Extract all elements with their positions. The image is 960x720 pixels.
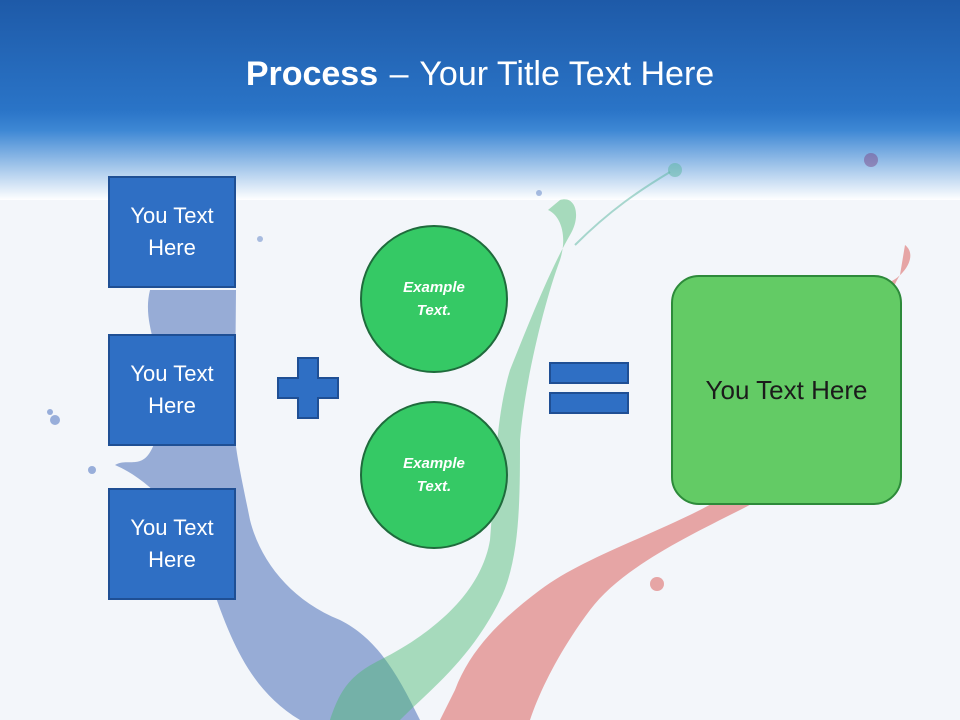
text-box-1: You Text Here — [108, 176, 236, 288]
text-box-3-line1: You Text — [130, 515, 214, 540]
example-circle-2-line2: Text. — [416, 478, 452, 495]
example-circle-2-line1: Example — [403, 455, 465, 472]
text-box-1-line1: You Text — [130, 203, 214, 228]
text-box-2-line2: Here — [148, 393, 196, 418]
equals-icon — [549, 362, 629, 414]
header-band — [0, 0, 960, 200]
slide-title: Process – Your Title Text Here — [0, 52, 960, 96]
title-bold-text: Process — [245, 55, 379, 93]
text-box-2-line1: You Text — [130, 361, 214, 386]
text-box-2: You Text Here — [108, 334, 236, 446]
text-box-3-line2: Here — [148, 547, 196, 572]
title-dash: – — [389, 55, 409, 93]
example-circle-2: Example Text. — [360, 401, 508, 549]
text-box-3: You Text Here — [108, 488, 236, 600]
example-circle-1-line2: Text. — [416, 302, 452, 319]
plus-icon — [277, 357, 339, 419]
example-circle-1: Example Text. — [360, 225, 508, 373]
example-circle-1-line1: Example — [403, 279, 465, 296]
result-box: You Text Here — [671, 275, 902, 505]
result-text: You Text Here — [705, 374, 868, 405]
text-box-1-line2: Here — [148, 235, 196, 260]
title-rest-text: Your Title Text Here — [419, 55, 715, 93]
